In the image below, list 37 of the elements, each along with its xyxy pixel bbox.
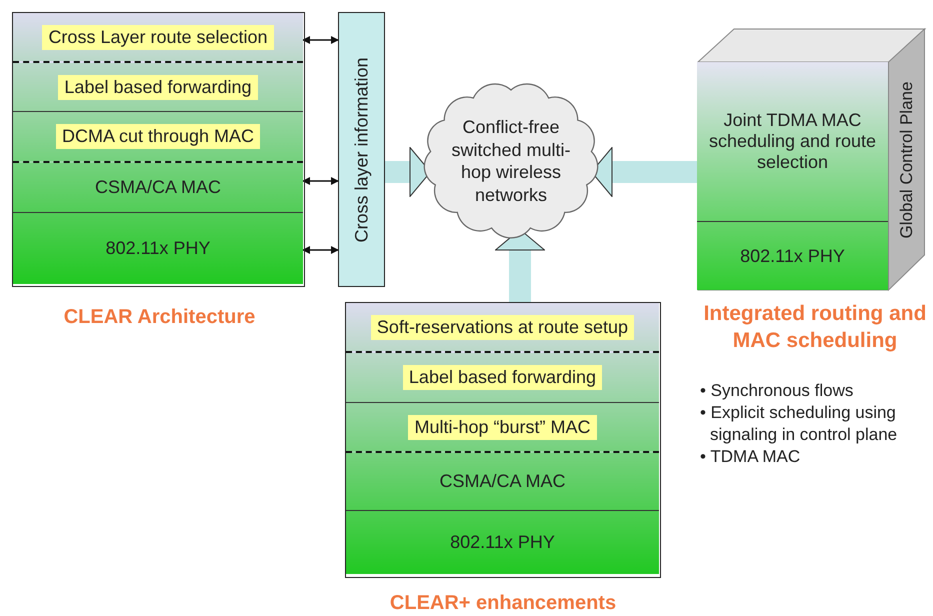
layer-label: Joint TDMA MAC scheduling and route selection: [708, 109, 878, 174]
bullet-item: • Explicit scheduling using signaling in control plane: [700, 402, 898, 446]
layer-label: DCMA cut through MAC: [56, 124, 260, 149]
protocol-layer: [13, 63, 303, 112]
double-arrow: [302, 36, 339, 44]
layer-label: Cross Layer route selection: [42, 24, 274, 50]
layer-label: CSMA/CA MAC: [94, 176, 222, 199]
protocol-layer: [346, 453, 659, 511]
protocol-layer: [13, 13, 303, 63]
vertical-label: Global Control Plane: [897, 81, 917, 238]
protocol-layer: [697, 62, 888, 222]
protocol-layer: [13, 112, 303, 163]
layer-label: 802.11x PHY: [739, 244, 846, 268]
layer-label: Multi-hop “burst” MAC: [408, 414, 597, 440]
layer-label: 802.11x PHY: [104, 237, 212, 260]
cloud-label: Conflict-free switched multi-hop wireless networks: [450, 116, 572, 206]
protocol-layer: [346, 303, 659, 353]
layer-label: CSMA/CA MAC: [438, 470, 567, 493]
protocol-layer: [13, 163, 303, 213]
protocol-layer: [346, 511, 659, 574]
bullet-item: • TDMA MAC: [700, 446, 802, 468]
protocol-layer: [346, 353, 659, 403]
protocol-layer: [697, 222, 888, 290]
protocol-layer: [13, 213, 303, 284]
double-arrow: [302, 177, 339, 185]
layer-label: Label based forwarding: [402, 365, 602, 390]
layer-label: Soft-reservations at route setup: [370, 314, 634, 340]
layer-label: 802.11x PHY: [449, 531, 556, 554]
info-bar: [338, 12, 385, 287]
bullet-item: • Synchronous flows: [700, 380, 854, 402]
stack-caption: CLEAR+ enhancements: [388, 591, 618, 616]
double-arrow: [302, 246, 339, 254]
stack-caption: Integrated routing and MAC scheduling: [702, 301, 928, 354]
layer-label: Label based forwarding: [58, 74, 258, 100]
stack-caption: CLEAR Architecture: [62, 305, 256, 330]
vertical-label: Cross layer information: [351, 56, 372, 242]
protocol-layer: [346, 403, 659, 453]
